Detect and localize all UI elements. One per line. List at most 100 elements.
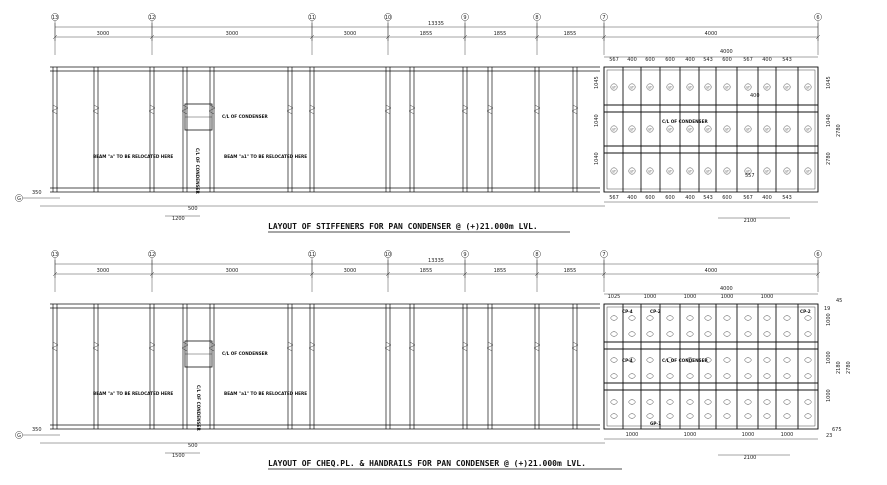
chequer-plate-mark (704, 331, 712, 337)
note-beam-a1: BEAM "a1" TO BE RELOCATED HERE (224, 154, 307, 159)
stiffener-mark-bubble (744, 125, 752, 133)
chequer-plate-mark (744, 315, 752, 321)
plate-dimension-overall: 2780 (846, 361, 852, 374)
stiffener-mark-bubble (646, 83, 654, 91)
stiffener-mark: ST (725, 128, 729, 132)
stiffener-mark: ST (765, 128, 769, 132)
break-mark (461, 341, 469, 352)
bay-dimension: 1855 (494, 268, 507, 274)
stiffener-mark-bubble (783, 167, 791, 175)
plan-dimension-top: 600 (645, 57, 655, 63)
stiffener-mark: ST (612, 86, 616, 90)
chequer-plate-mark (763, 373, 771, 379)
chequer-plate-mark (783, 315, 791, 321)
bay-dimension: 1855 (564, 31, 577, 37)
bay-dimension: 1855 (420, 31, 433, 37)
bay-dimension: 4000 (705, 31, 718, 37)
bay-dimension: 1855 (564, 268, 577, 274)
note-beam-a: BEAM "a" TO BE RELOCATED HERE (93, 391, 173, 396)
vertical-note: C/L OF CONDENSER (195, 148, 200, 194)
stiffener-mark-bubble (686, 125, 694, 133)
plan-dimension-bottom: 600 (665, 195, 675, 201)
plan-inner-dim: 400 (750, 93, 760, 99)
grid-bubble (308, 13, 316, 21)
chequer-plate-mark (666, 373, 674, 379)
plate-dimension-bottom: 1000 (626, 432, 639, 438)
chequer-plate-mark (686, 357, 694, 363)
plan-dimension-top: 543 (703, 57, 713, 63)
stiffener-mark-bubble (704, 83, 712, 91)
plan-dimension-right: 2780 (826, 152, 832, 165)
bay-dimension: 3000 (97, 31, 110, 37)
chequer-plate-mark (723, 373, 731, 379)
dimension-slash (385, 34, 391, 40)
dimension-slash (309, 34, 315, 40)
plan-dimension-left: 1040 (594, 114, 600, 127)
grid-bubble (51, 250, 59, 258)
chequer-plate-mark (744, 331, 752, 337)
grid-bubble (461, 13, 469, 21)
overall-dimension: 13335 (428, 21, 444, 27)
stiffener-mark: ST (785, 86, 789, 90)
stiffener-mark-bubble (804, 125, 812, 133)
break-mark (384, 341, 392, 352)
break-mark (92, 341, 100, 352)
stiffener-mark-bubble (744, 83, 752, 91)
chequer-plate-mark (686, 373, 694, 379)
grid-label: 8 (535, 252, 538, 258)
grid-bubble (533, 13, 541, 21)
stiffener-mark: ST (630, 86, 634, 90)
chequer-plate-mark (628, 373, 636, 379)
grid-bubble (51, 13, 59, 21)
dimension-slash (601, 34, 607, 40)
note-cl-condenser: C/L OF CONDENSER (222, 114, 268, 119)
stiffener-mark: ST (648, 86, 652, 90)
stiffener-mark: ST (725, 170, 729, 174)
break-mark (92, 104, 100, 115)
plan-dimension-top: 567 (609, 57, 619, 63)
dimension-slash (385, 271, 391, 277)
chequer-plate-mark (763, 331, 771, 337)
stiffener-mark: ST (612, 128, 616, 132)
chequer-plate-mark (610, 331, 618, 337)
chequer-plate-mark (686, 315, 694, 321)
stiffener-mark: ST (630, 128, 634, 132)
stiffener-mark-bubble (666, 125, 674, 133)
dimension-slash (601, 271, 607, 277)
stiffener-mark: ST (688, 86, 692, 90)
plan-overall-top: 4000 (720, 49, 733, 55)
grid-bubble (600, 250, 608, 258)
stiffener-mark: ST (706, 170, 710, 174)
plate-tag: CP-2 (650, 309, 661, 314)
break-mark (571, 341, 579, 352)
break-mark (486, 341, 494, 352)
grid-bubble (148, 250, 156, 258)
stiffener-mark-bubble (628, 167, 636, 175)
note-beam-a1: BEAM "a1" TO BE RELOCATED HERE (224, 391, 307, 396)
plan-dimension-left: 1045 (594, 76, 600, 89)
grid-bubble (814, 250, 822, 258)
plate-dimension-right: 1000 (826, 389, 832, 402)
stiffener-mark: ST (668, 86, 672, 90)
stiffener-mark-bubble (628, 83, 636, 91)
dimension-slash (309, 271, 315, 277)
chequer-plate-mark (723, 413, 731, 419)
plate-dimension-bottom: 1000 (781, 432, 794, 438)
grid-bubble (814, 13, 822, 21)
stiffener-mark-bubble (763, 167, 771, 175)
chequer-plate-mark (628, 315, 636, 321)
chequer-plate-mark (610, 315, 618, 321)
chequer-plate-mark (723, 331, 731, 337)
chequer-plate-mark (804, 315, 812, 321)
chequer-plate-mark (744, 399, 752, 405)
chequer-plate-mark (804, 357, 812, 363)
plate-dimension-top: 1025 (608, 294, 621, 300)
chequer-plate-mark (646, 413, 654, 419)
grid-label: 13 (52, 252, 58, 258)
chequer-plate-mark (804, 399, 812, 405)
dimension-slash (52, 271, 58, 277)
chequer-plate-mark (646, 373, 654, 379)
stiffener-mark-bubble (646, 167, 654, 175)
chequer-plate-mark (628, 413, 636, 419)
grid-label: 8 (535, 15, 538, 21)
